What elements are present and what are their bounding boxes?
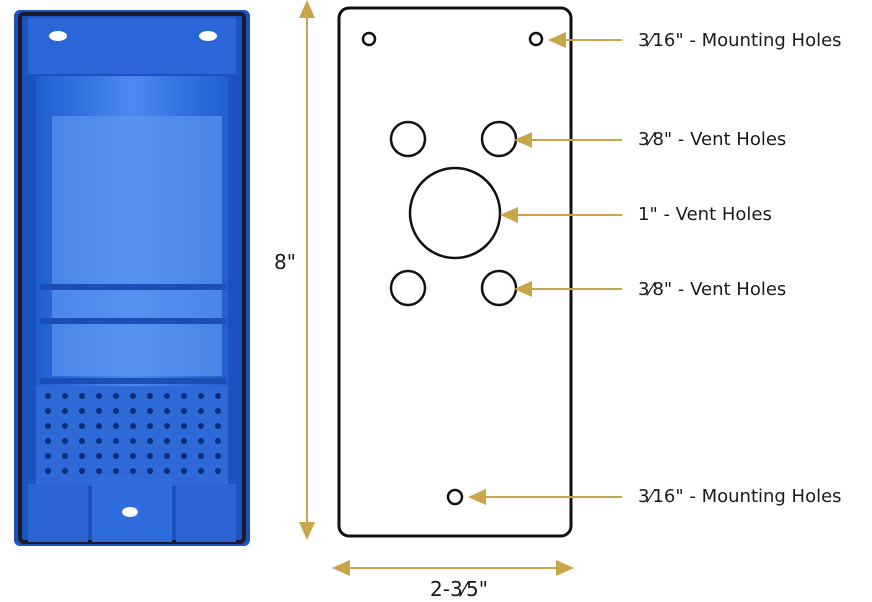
perforation-hole [113,453,119,459]
perforation-hole [147,468,153,474]
perforation-hole [113,423,119,429]
label-small-vent-holes-bottom: 3⁄8" - Vent Holes [638,279,787,300]
perforation-hole [79,423,85,429]
perforation-hole [62,408,68,414]
perforation-hole [96,423,102,429]
perforation-hole [181,423,187,429]
perforation-hole [215,453,221,459]
perforation-hole [96,453,102,459]
label-bottom-mounting-holes: 3⁄16" - Mounting Holes [638,486,842,507]
perforation-hole [181,408,187,414]
perforation-hole [96,408,102,414]
perforation-hole [113,468,119,474]
label-large-vent-hole: 1" - Vent Holes [638,204,772,225]
mounting-hole [528,31,544,47]
perforation-hole [79,438,85,444]
perforation-hole [181,453,187,459]
blue-vent-box-image [14,10,250,546]
perforation-hole [45,393,51,399]
perforation-hole [181,468,187,474]
perforation-hole [181,438,187,444]
perforation-hole [130,423,136,429]
perforation-hole [45,408,51,414]
perforation-hole [79,393,85,399]
perforation-hole [45,468,51,474]
perforation-hole [79,468,85,474]
vent-hole-small [389,120,427,158]
perforation-hole [96,438,102,444]
perforation-hole [45,438,51,444]
perforation-hole [164,453,170,459]
perforation-hole [79,408,85,414]
perforation-hole [147,408,153,414]
perforation-hole [130,453,136,459]
perforation-hole [130,408,136,414]
perforation-hole [164,408,170,414]
perforation-hole [130,468,136,474]
perforation-hole [113,408,119,414]
perforation-hole [215,468,221,474]
perforation-hole [198,468,204,474]
perforation-hole [147,453,153,459]
perforation-hole [62,438,68,444]
perforation-hole [164,468,170,474]
height-dimension-label: 8" [274,250,296,274]
perforation-hole [198,408,204,414]
perforation-hole [62,468,68,474]
vent-hole-small [389,269,427,307]
perforation-hole [45,423,51,429]
perforation-hole [164,423,170,429]
perforation-hole [130,393,136,399]
perforation-hole [198,423,204,429]
perforation-hole [147,393,153,399]
perforation-hole [215,393,221,399]
perforation-hole [130,438,136,444]
perforation-hole [45,453,51,459]
perforation-hole [113,393,119,399]
perforation-hole [147,423,153,429]
perforation-hole [96,468,102,474]
perforation-hole [62,453,68,459]
perforation-hole [147,438,153,444]
perforation-hole [215,408,221,414]
label-top-mounting-holes: 3⁄16" - Mounting Holes [638,30,842,51]
perforation-hole [62,423,68,429]
mounting-hole [361,31,377,47]
cover-plate [337,6,573,538]
width-dimension-label: 2-3⁄5" [430,577,488,601]
mounting-hole [446,488,464,506]
perforation-hole [96,393,102,399]
label-small-vent-holes-top: 3⁄8" - Vent Holes [638,129,787,150]
perforation-hole [181,393,187,399]
perforation-hole [164,393,170,399]
perforation-hole [198,438,204,444]
perforation-hole [164,438,170,444]
perforation-hole [62,393,68,399]
perforation-hole [113,438,119,444]
perforation-hole [215,423,221,429]
perforation-hole [198,453,204,459]
perforation-hole [79,453,85,459]
perforation-hole [215,438,221,444]
perforation-hole [198,393,204,399]
